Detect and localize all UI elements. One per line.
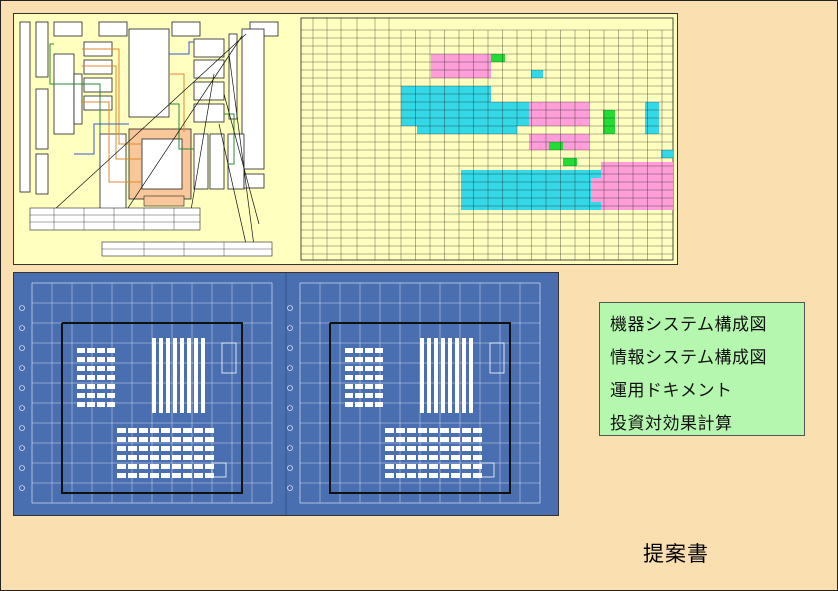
menu-item-information-system[interactable]: 情報システム構成図	[610, 348, 767, 368]
menu-item-roi-calculation[interactable]: 投資対効果計算	[610, 414, 733, 434]
system-diagram-panel	[13, 13, 678, 265]
proposal-caption: 提案書	[643, 542, 709, 566]
system-block-diagram	[19, 17, 674, 261]
menu-item-equipment-system[interactable]: 機器システム構成図	[610, 315, 767, 335]
equipment-schedule-table	[300, 17, 674, 261]
floor-plan-drawing	[19, 273, 541, 515]
floor-plan-panel	[13, 272, 559, 516]
menu-item-operation-document[interactable]: 運用ドキメント	[610, 381, 733, 401]
document-menu: 機器システム構成図 情報システム構成図 運用ドキメント 投資対効果計算	[599, 302, 805, 436]
